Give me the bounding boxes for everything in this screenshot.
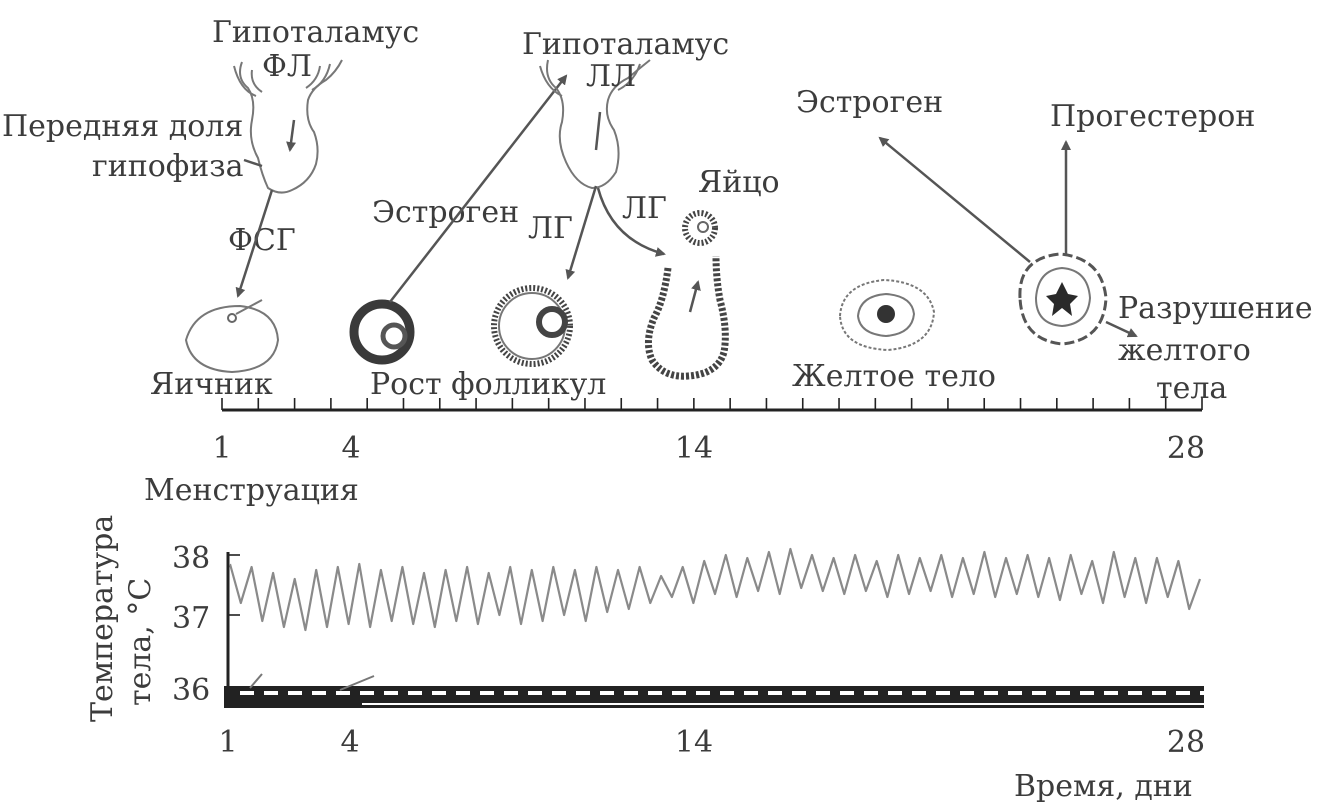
left-hypothalamus-pituitary — [233, 59, 343, 194]
ll-label: ЛЛ — [586, 59, 636, 94]
estrogen-corpus-label: Эстроген — [796, 85, 943, 120]
destruction-arrow — [1105, 320, 1138, 338]
estrogen-follicle-label: Эстроген — [372, 195, 519, 230]
estrogen-to-hypothalamus-arrow — [389, 74, 568, 303]
top-tick-28: 28 — [1167, 431, 1205, 466]
temperature-chart: Температура тела, °С 38 37 36 1 4 14 28 … — [85, 515, 1205, 804]
chart-xtick-14: 14 — [675, 725, 713, 760]
progesterone-label: Прогестерон — [1050, 99, 1255, 134]
regressing-corpus-luteum — [1018, 252, 1108, 346]
chart-ytick-36: 36 — [172, 673, 210, 708]
lh-arrow-right — [596, 187, 666, 257]
menstruation-label: Менструация — [144, 473, 359, 508]
top-timeline — [221, 398, 1203, 412]
anterior-pituitary-label-1: Передняя доля — [2, 109, 243, 144]
estrogen-corpus-arrow — [878, 136, 1031, 263]
large-follicle — [491, 285, 573, 367]
chart-xtick-28: 28 — [1167, 725, 1205, 760]
ovary-label: Яичник — [150, 367, 273, 402]
fsh-label: ФСГ — [228, 223, 296, 258]
hypothalamus-left-label: Гипоталамус — [212, 15, 419, 50]
ruptured-follicle — [645, 255, 729, 380]
ovary-shape — [184, 299, 280, 374]
chart-ytick-37: 37 — [172, 601, 210, 636]
hypothalamus-right-label: Гипоталамус — [522, 27, 729, 62]
top-tick-4: 4 — [341, 431, 360, 466]
follicle-growth-label: Рост фолликул — [370, 367, 606, 402]
temperature-line — [228, 547, 1202, 632]
top-tick-14: 14 — [675, 431, 713, 466]
egg — [682, 210, 718, 246]
chart-ytick-38: 38 — [172, 541, 210, 576]
chart-xtick-4: 4 — [340, 725, 359, 760]
destruction-label-1: Разрушение — [1118, 291, 1313, 326]
egg-label: Яйцо — [698, 165, 780, 200]
corpus-luteum-label: Желтое тело — [792, 359, 996, 394]
chart-xlabel: Время, дни — [1014, 769, 1193, 804]
lh-left-label: ЛГ — [528, 211, 573, 246]
chart-ylabel-1: Температура — [85, 515, 120, 722]
destruction-label-2: желтого — [1118, 333, 1251, 368]
lh-arrow-left — [565, 185, 598, 280]
fl-label: ФЛ — [262, 49, 312, 84]
corpus-luteum — [838, 278, 936, 352]
temperature-series — [228, 547, 1202, 632]
top-tick-1: 1 — [212, 431, 231, 466]
fsh-arrow — [235, 189, 274, 298]
small-follicle — [349, 299, 415, 365]
anterior-pituitary-label-2: гипофиза — [92, 149, 244, 184]
lh-right-label: ЛГ — [622, 191, 667, 226]
right-hypothalamus-pituitary — [539, 59, 651, 190]
chart-xtick-1: 1 — [218, 725, 237, 760]
top-timeline-ticks — [221, 398, 1203, 410]
chart-ylabel-2: тела, °С — [123, 578, 158, 706]
destruction-label-3: тела — [1156, 371, 1227, 406]
